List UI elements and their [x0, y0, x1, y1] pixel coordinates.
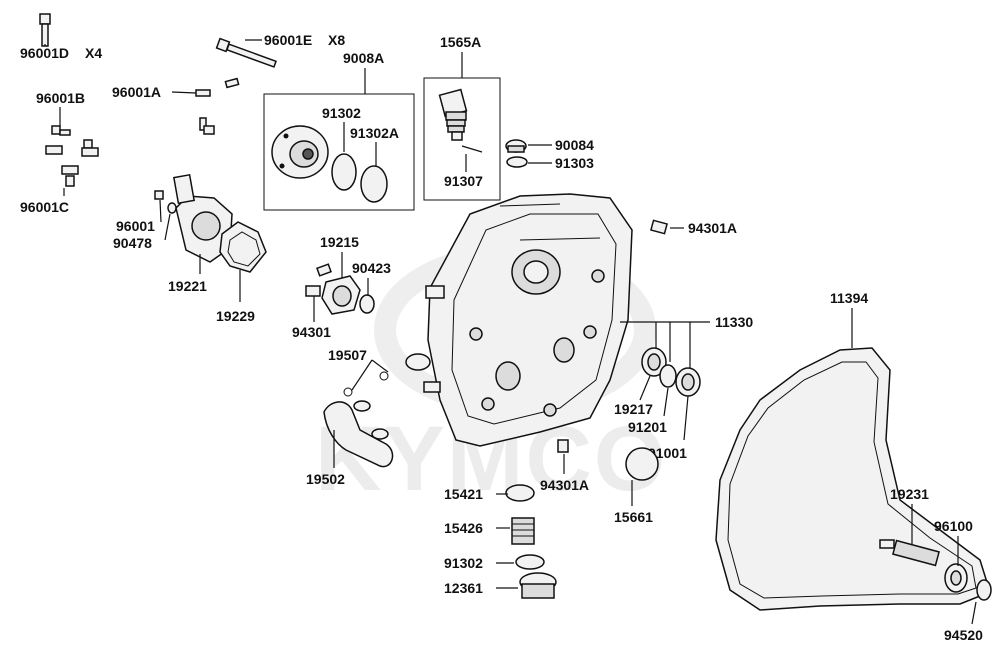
label-19221: 19221 — [168, 278, 207, 294]
label-11394: 11394 — [830, 290, 868, 306]
label-96001: 96001 — [116, 218, 155, 234]
label-94520: 94520 — [944, 627, 983, 643]
label-1565A: 1565A — [440, 34, 481, 50]
label-91302-top: 91302 — [322, 105, 361, 121]
label-91201: 91201 — [628, 419, 667, 435]
label-19229: 19229 — [216, 308, 255, 324]
bolt-96001D-icon — [39, 13, 51, 47]
label-91303: 91303 — [555, 155, 594, 171]
kit-1565A-box — [423, 77, 501, 201]
label-96100: 96100 — [934, 518, 973, 534]
label-9008A: 9008A — [343, 50, 384, 66]
clamp-icon — [343, 371, 389, 440]
o-ring-15661-icon — [625, 447, 659, 481]
label-91307: 91307 — [444, 173, 483, 189]
label-91302A: 91302A — [350, 125, 399, 141]
water-pump-impeller-icon — [271, 125, 329, 179]
drain-plug-12361-icon — [519, 572, 557, 599]
label-91001: 91001 — [648, 445, 687, 461]
label-19217: 19217 — [614, 401, 653, 417]
label-94301A-bottom: 94301A — [540, 477, 589, 493]
label-19502: 19502 — [306, 471, 345, 487]
label-15426: 15426 — [444, 520, 483, 536]
bolt-96001B-icon — [45, 125, 99, 157]
pin-94301A-top-icon — [650, 219, 668, 235]
gasket-11394-icon — [715, 347, 991, 611]
label-96001C: 96001C — [20, 199, 69, 215]
drain-bolt-90084-icon — [505, 139, 527, 153]
label-94301: 94301 — [292, 324, 331, 340]
spring-15426-icon — [511, 517, 535, 545]
seal-90423-icon — [359, 294, 375, 314]
kit-9008A-box — [263, 93, 415, 211]
bearing-96100-icon — [944, 563, 968, 593]
label-19215: 19215 — [320, 234, 359, 250]
collar-19507-icon — [405, 353, 431, 371]
crankcase-cover-11330-icon — [423, 193, 633, 447]
label-96001D-qty: X4 — [85, 45, 102, 61]
label-96001E-qty: X8 — [328, 32, 345, 48]
label-12361: 12361 — [444, 580, 483, 596]
washer-91303-icon — [506, 156, 528, 168]
water-pump-cover-19221-icon — [172, 173, 233, 263]
label-15661: 15661 — [614, 509, 653, 525]
label-11330: 11330 — [715, 314, 753, 330]
dipstick-plug-icon — [438, 88, 483, 153]
label-96001A: 96001A — [112, 84, 161, 100]
label-96001D: 96001D — [20, 45, 69, 61]
bolt-96001A-icon — [195, 77, 240, 135]
label-90478: 90478 — [113, 235, 152, 251]
label-96001B: 96001B — [36, 90, 85, 106]
bearing-91001-icon — [675, 367, 701, 397]
washer-90478-icon — [167, 202, 177, 214]
label-90084: 90084 — [555, 137, 594, 153]
label-96001E: 96001E — [264, 32, 312, 48]
seal-19217-icon — [641, 347, 667, 377]
o-ring-91302A-icon — [360, 165, 388, 203]
circlip-94520-icon — [976, 579, 992, 601]
label-90423: 90423 — [352, 260, 391, 276]
bolt-96001-icon — [154, 190, 164, 200]
label-94301A-top: 94301A — [688, 220, 737, 236]
label-19507: 19507 — [328, 347, 367, 363]
o-ring-91302-top-icon — [331, 153, 357, 191]
bolt-96001E-icon — [215, 37, 277, 68]
label-91302-bottom: 91302 — [444, 555, 483, 571]
pin-94301A-bottom-icon — [557, 439, 569, 453]
o-ring-91302-bottom-icon — [515, 554, 545, 570]
water-pump-gear-19215-icon — [305, 263, 361, 315]
ring-91201-icon — [659, 364, 677, 388]
bolt-96001C-icon — [61, 165, 79, 187]
shaft-19231-icon — [879, 539, 940, 567]
label-19231: 19231 — [890, 486, 929, 502]
strainer-15421-icon — [505, 484, 535, 502]
gasket-19229-icon — [219, 221, 267, 273]
label-15421: 15421 — [444, 486, 483, 502]
